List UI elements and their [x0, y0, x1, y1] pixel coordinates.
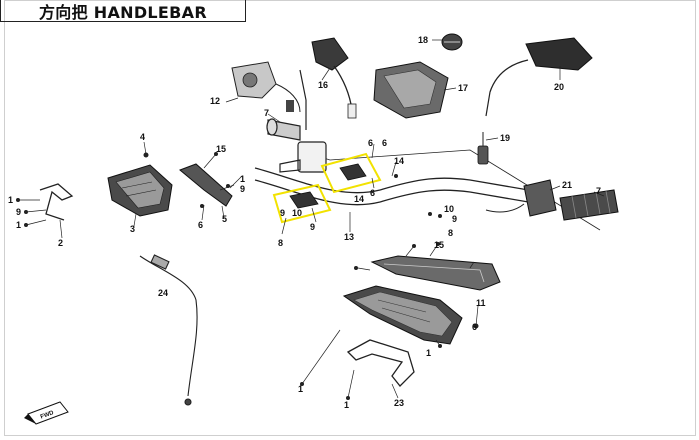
callout-labels: 1 9 1 2 3 4 15 1 9 5 6 12 7 16 18 17 20 … [8, 35, 601, 410]
label-6-d: 6 [370, 188, 375, 198]
label-15-b: 15 [434, 240, 444, 250]
label-18: 18 [418, 35, 428, 45]
left-handguard-arm [179, 163, 233, 207]
label-8-b: 8 [448, 228, 453, 238]
label-13: 13 [344, 232, 354, 242]
label-9-a: 9 [16, 207, 21, 217]
front-arrow-label: FWD [40, 410, 56, 421]
right-handguard [342, 285, 463, 345]
label-11: 11 [476, 298, 486, 308]
right-handguard-arm [370, 255, 501, 291]
label-7-a: 7 [264, 108, 269, 118]
label-1-e: 1 [344, 400, 349, 410]
left-mirror [311, 37, 357, 119]
fasteners [16, 152, 479, 400]
label-9-c: 9 [280, 208, 285, 218]
label-10-b: 10 [444, 204, 454, 214]
title-box: 方向把 HANDLEBAR [0, 0, 246, 22]
label-6-c: 6 [382, 138, 387, 148]
label-9-d: 9 [310, 222, 315, 232]
label-10-a: 10 [292, 208, 302, 218]
label-6-e: 6 [472, 322, 477, 332]
label-2: 2 [58, 238, 63, 248]
right-mirror [485, 37, 593, 117]
label-24: 24 [158, 288, 168, 298]
right-bracket [346, 339, 415, 387]
label-1-f: 1 [426, 348, 431, 358]
left-bracket [39, 183, 74, 221]
label-5: 5 [222, 214, 227, 224]
mirror-stem [477, 132, 489, 165]
throttle-cable [139, 254, 198, 406]
label-4: 4 [140, 132, 145, 142]
label-1-d: 1 [298, 384, 303, 394]
label-16: 16 [318, 80, 328, 90]
label-14: 14 [394, 156, 404, 166]
label-15-a: 15 [216, 144, 226, 154]
label-6-a: 6 [198, 220, 203, 230]
right-switch-and-grip [485, 179, 619, 221]
diagram-frame [4, 0, 696, 436]
label-9-b: 9 [240, 184, 245, 194]
label-12: 12 [210, 96, 220, 106]
label-20: 20 [554, 82, 564, 92]
label-9-e: 9 [452, 214, 457, 224]
label-14-b: 14 [354, 194, 364, 204]
label-1-b: 1 [16, 220, 21, 230]
switch-housing [231, 61, 301, 113]
label-19: 19 [500, 133, 510, 143]
mirror-cap [441, 33, 463, 51]
highlight-clamps [272, 152, 382, 224]
label-21: 21 [562, 180, 572, 190]
label-1-a: 1 [8, 195, 13, 205]
label-17: 17 [458, 83, 468, 93]
clamp-parts [289, 163, 367, 209]
label-7-b: 7 [596, 186, 601, 196]
upper-cover [373, 61, 449, 119]
label-6-b: 6 [368, 138, 373, 148]
label-1-c: 1 [240, 174, 245, 184]
leader-lines [18, 39, 605, 399]
brake-lever-assembly [266, 69, 327, 173]
label-8-a: 8 [278, 238, 283, 248]
diagram-title: 方向把 HANDLEBAR [39, 2, 207, 22]
left-handguard [107, 164, 173, 217]
front-direction-arrow: FWD [24, 401, 69, 425]
label-3: 3 [130, 224, 135, 234]
label-23: 23 [394, 398, 404, 408]
